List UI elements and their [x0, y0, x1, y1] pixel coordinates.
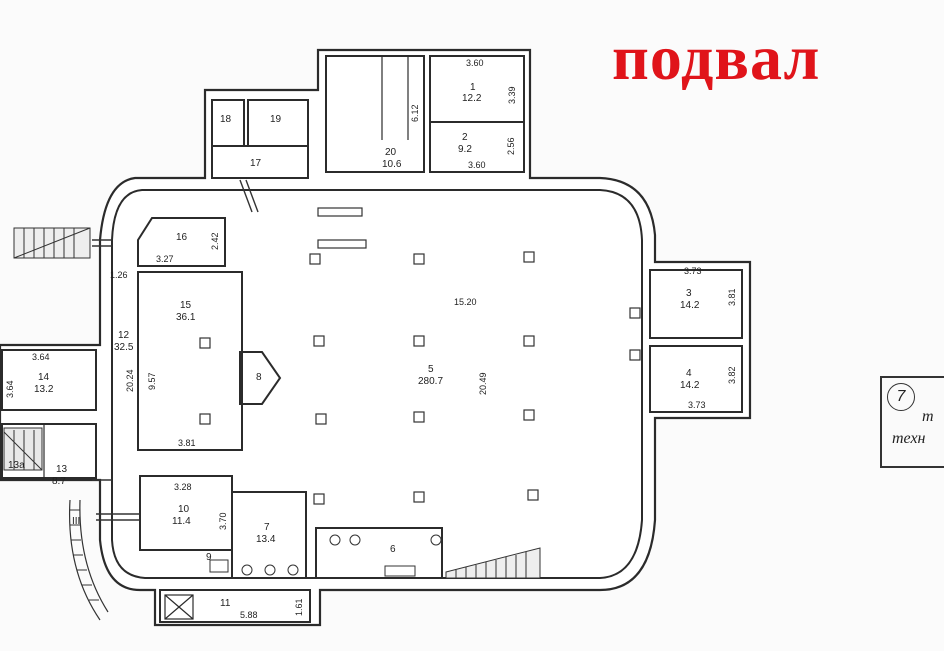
dim-2-56: 2.56	[506, 137, 516, 155]
legend-box: 7 т техн	[880, 376, 944, 468]
toilet-fixtures	[209, 534, 442, 577]
dim-9-57: 9.57	[147, 372, 157, 390]
dim-3-60-top: 3.60	[466, 58, 484, 68]
dim-3-73-top: 3.73	[684, 266, 702, 276]
room-13-outline	[1, 423, 97, 479]
room-11-outline	[159, 589, 311, 623]
room-7-outline	[231, 491, 307, 579]
columns	[199, 207, 641, 505]
room-20-outline	[325, 55, 425, 173]
legend-number-circle: 7	[887, 383, 915, 411]
room-15-outline	[137, 271, 243, 451]
room-8-number: 8	[256, 372, 262, 383]
room-III-number: III	[72, 516, 80, 527]
room-8-outline	[239, 351, 282, 405]
room-2-outline	[429, 121, 525, 173]
room-5-number: 5	[428, 364, 434, 375]
dim-20-49: 20.49	[478, 372, 488, 395]
room-14-outline	[1, 349, 97, 411]
page-title: подвал	[612, 22, 821, 93]
stair-top-left	[13, 227, 91, 259]
room-7-area: 13.4	[256, 534, 276, 545]
room-15-area: 36.1	[176, 312, 196, 323]
room-15-number: 15	[180, 300, 192, 311]
room-4-outline	[649, 345, 743, 413]
room-3-area: 14.2	[680, 300, 700, 311]
dim-3-81-room15: 3.81	[178, 438, 196, 448]
room-1-number: 1	[470, 82, 476, 93]
dim-6-12: 6.12	[410, 104, 420, 122]
room-2-area: 9.2	[458, 144, 472, 155]
room-20-area: 10.6	[382, 159, 402, 170]
legend-text-line-2: техн	[892, 430, 926, 447]
room-10-area: 11.4	[172, 516, 191, 527]
room-16-outline	[137, 217, 226, 267]
dim-3-28: 3.28	[174, 482, 192, 492]
room-5-area: 280.7	[418, 376, 443, 387]
dim-3-39: 3.39	[507, 86, 517, 104]
room-11-number: 11	[220, 598, 231, 609]
curved-stair-III	[68, 499, 109, 621]
dim-3-82: 3.82	[727, 366, 737, 384]
room-12-area: 32.5	[114, 342, 134, 353]
room-3-number: 3	[686, 288, 692, 299]
inner-wall-ring	[111, 189, 643, 579]
dim-3-81: 3.81	[727, 288, 737, 306]
room-17-outline	[211, 145, 309, 179]
room-19-number: 19	[270, 114, 282, 125]
room-1-area: 12.2	[462, 93, 482, 104]
room-3-outline	[649, 269, 743, 339]
dim-20-24: 20.24	[125, 369, 135, 392]
legend-text-line-1: т	[922, 408, 934, 425]
room-11-crate	[164, 594, 194, 620]
room-12-number: 12	[118, 330, 130, 341]
room-2-number: 2	[462, 132, 468, 143]
room-4-area: 14.2	[680, 380, 700, 391]
room-20-number: 20	[385, 147, 397, 158]
room-16-number: 16	[176, 232, 188, 243]
dim-3-73-bottom: 3.73	[688, 400, 706, 410]
room-18-number: 18	[220, 114, 232, 125]
dim-15-20: 15.20	[454, 297, 477, 307]
dim-3-64-top: 3.64	[32, 352, 50, 362]
dim-3-70: 3.70	[218, 512, 228, 530]
room-13-area: 8.7	[52, 476, 66, 487]
dim-3-64-side: 3.64	[5, 380, 15, 398]
room-17-number: 17	[250, 158, 262, 169]
room-7-number: 7	[264, 522, 270, 533]
dim-2-42: 2.42	[210, 232, 220, 250]
dim-3-60-bottom: 3.60	[468, 160, 486, 170]
room-10-number: 10	[178, 504, 190, 515]
room-14-area: 13.2	[34, 384, 54, 395]
room-13-number: 13	[56, 464, 68, 475]
ramp-hatch	[445, 547, 541, 579]
dim-1-61: 1.61	[294, 598, 304, 616]
room-6-outline	[315, 527, 443, 579]
room-4-number: 4	[686, 368, 692, 379]
dim-5-88: 5.88	[240, 610, 258, 620]
room-9-number: 9	[206, 552, 212, 563]
room-13a-number: 13a	[8, 460, 25, 471]
room-6-number: 6	[390, 544, 396, 555]
dim-1-26: 1.26	[110, 270, 128, 280]
dim-3-27: 3.27	[156, 254, 174, 264]
room-14-number: 14	[38, 372, 50, 383]
